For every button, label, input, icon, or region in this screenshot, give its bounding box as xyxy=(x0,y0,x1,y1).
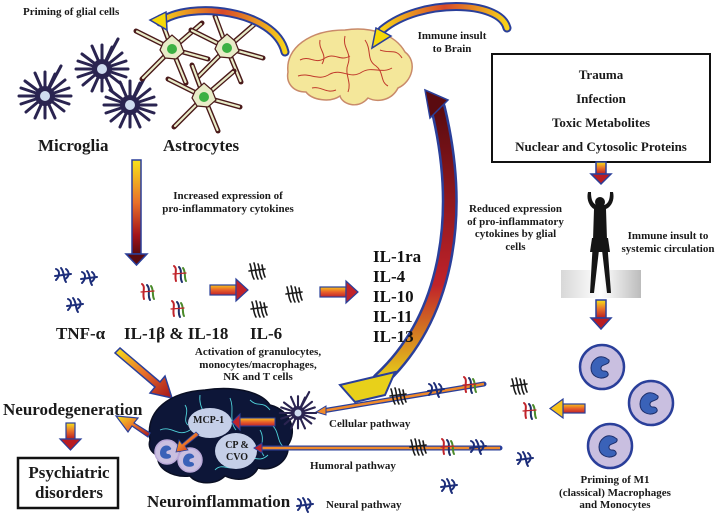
anti-inflammatory-item: IL-4 xyxy=(373,267,406,286)
neuroinflammation-to-neurodegeneration-arrow xyxy=(114,415,151,438)
insult-item: Toxic Metabolites xyxy=(551,115,651,130)
cp-cvo-label: CP & CVO xyxy=(225,440,249,463)
reduced-expression-arrow xyxy=(338,88,458,404)
mcp1-label: MCP-1 xyxy=(193,415,225,426)
neurodegeneration-to-psychiatric-arrow xyxy=(58,422,83,451)
insult-item: Nuclear and Cytosolic Proteins xyxy=(515,139,687,154)
cytokines-to-neuroinflammation-arrow xyxy=(113,346,174,400)
il1-cytokine-icon xyxy=(170,300,185,318)
mcp1-bubble xyxy=(188,408,232,438)
priming-glial-label: Priming of glial cells xyxy=(23,6,120,18)
anti-inflammatory-item: IL-11 xyxy=(373,307,413,326)
insult-list: Trauma Infection Toxic Metabolites Nucle… xyxy=(494,63,708,159)
brain-to-glia-arrow xyxy=(148,6,290,57)
neuroinflammation-brain-icon xyxy=(148,387,293,484)
anti-inflammatory-item: IL-10 xyxy=(373,287,414,306)
astrocytes-label: Astrocytes xyxy=(163,136,240,155)
il6-to-anti-inflammatory-arrow xyxy=(319,279,359,305)
neural-pathway-label: Neural pathway xyxy=(326,499,402,511)
psychiatric-disorders-label: Psychiatric disorders xyxy=(28,463,110,502)
neurodegeneration-label: Neurodegeneration xyxy=(3,400,143,419)
cytokine-icon xyxy=(522,402,537,420)
tnf-cytokine-icon xyxy=(66,297,84,313)
reduced-expression-label: Reduced expression of pro-inflammatory c… xyxy=(467,203,564,253)
cellular-pathway-label: Cellular pathway xyxy=(329,418,411,430)
microglia-cell-icon xyxy=(278,390,318,430)
cytokine-icon xyxy=(510,377,528,395)
il6-cytokine-icon xyxy=(250,300,268,318)
brain-icon xyxy=(286,28,413,106)
increased-expression-arrow xyxy=(124,159,149,267)
anti-inflammatory-list: IL-1ra IL-4 IL-10 IL-11 IL-13 xyxy=(373,247,421,347)
microglia-label: Microglia xyxy=(38,136,109,155)
il1-to-il6-arrow xyxy=(209,277,249,303)
il1b-il18-label: IL-1β & IL-18 xyxy=(124,324,229,343)
il6-cytokine-icon xyxy=(248,262,266,280)
il1-cytokine-icon xyxy=(172,265,187,283)
person-silhouette-icon xyxy=(561,192,641,298)
neural-cytokine-icon xyxy=(296,497,314,513)
cytokine-icon xyxy=(440,478,458,494)
insult-item: Infection xyxy=(576,91,626,106)
systemic-to-macrophage-arrow xyxy=(589,299,613,331)
insult-box xyxy=(491,53,711,163)
psychiatric-box xyxy=(16,456,120,510)
humoral-pathway-line xyxy=(253,442,503,454)
cellular-pathway-line xyxy=(314,381,487,416)
humoral-pathway-label: Humoral pathway xyxy=(310,460,396,472)
tnf-cytokine-icon xyxy=(54,267,72,283)
insult-to-brain-arrow xyxy=(370,2,512,50)
activation-label: Activation of granulocytes, monocytes/ma… xyxy=(194,346,322,384)
il6-label: IL-6 xyxy=(250,324,283,343)
tnf-label: TNF-α xyxy=(56,324,106,343)
insult-item: Trauma xyxy=(578,67,624,82)
m1-macrophages xyxy=(578,343,675,470)
microglia-to-mcp1-arrow xyxy=(231,412,276,432)
cytokine-icon xyxy=(462,376,477,394)
systemic-insult-label: Immune insult to systemic circulation xyxy=(621,230,715,255)
cytokine-icon xyxy=(469,439,487,455)
immune-insult-brain-label: Immune insult to Brain xyxy=(417,30,487,55)
cp-cvo-bubble xyxy=(215,433,257,469)
il1-cytokine-icon xyxy=(140,283,155,301)
macrophage-to-cytokines-arrow xyxy=(548,397,586,420)
tnf-cytokine-icon xyxy=(80,270,98,286)
il6-cytokine-icon xyxy=(285,285,303,303)
microglia-cells xyxy=(17,37,158,129)
anti-inflammatory-item: IL-13 xyxy=(373,327,414,346)
cytokine-icon xyxy=(516,451,534,467)
insult-to-systemic-arrow xyxy=(589,161,613,186)
cytokine-icon xyxy=(440,438,455,456)
cytokine-icon xyxy=(427,382,445,398)
anti-inflammatory-item: IL-1ra xyxy=(373,247,422,266)
increased-expression-label: Increased expression of pro-inflammatory… xyxy=(162,190,294,215)
neuroinflammation-label: Neuroinflammation xyxy=(147,492,291,511)
priming-m1-label: Priming of M1 (classical) Macrophages an… xyxy=(559,474,671,512)
